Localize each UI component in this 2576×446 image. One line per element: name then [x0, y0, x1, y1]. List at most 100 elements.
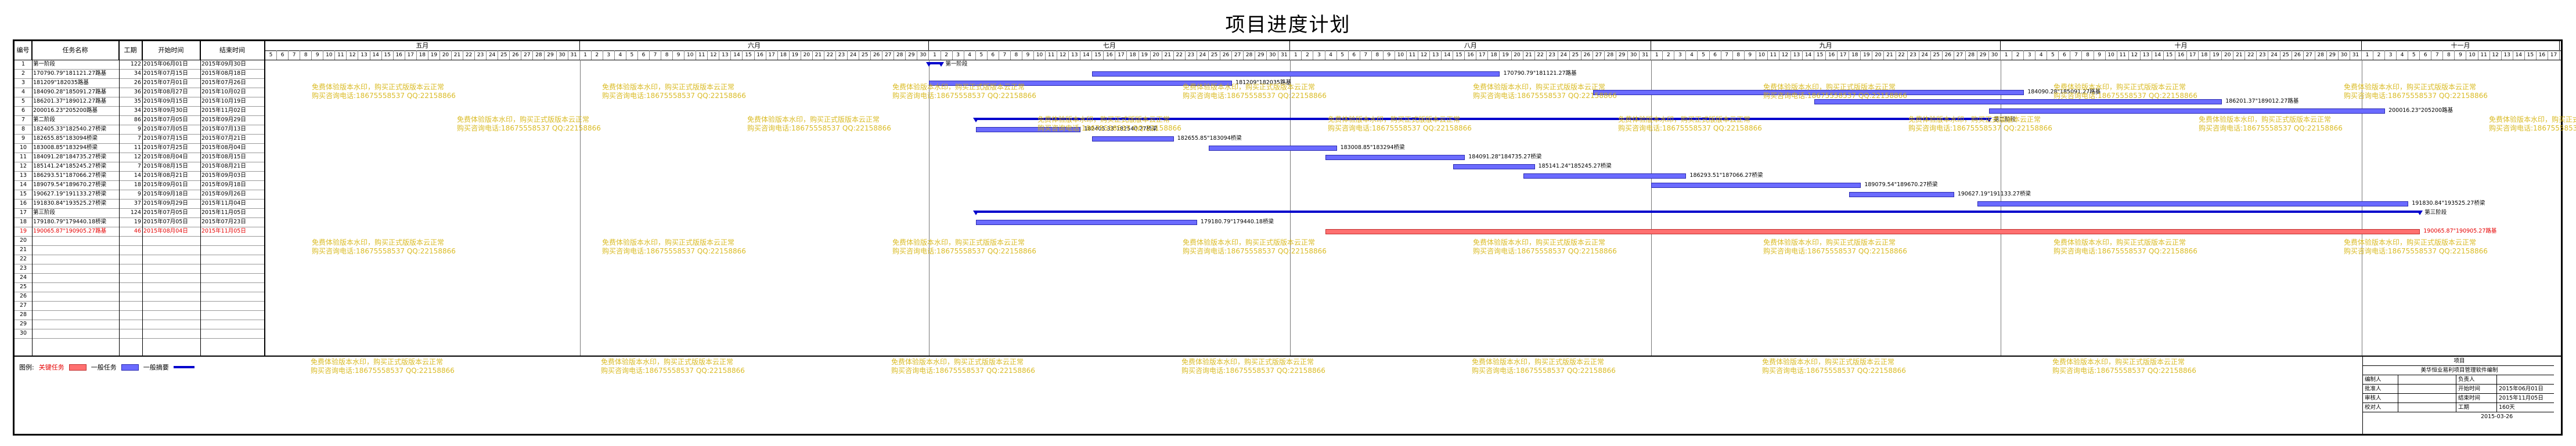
cell-id: 12	[19, 163, 27, 169]
cell-name: 186201.37"189012.27路基	[33, 98, 107, 104]
day-label: 26	[871, 50, 883, 60]
info-k2: 结束时间	[2456, 394, 2496, 403]
legend-summary-swatch	[173, 366, 194, 368]
day-label: 8	[1733, 50, 1745, 60]
day-label: 27	[1232, 50, 1244, 60]
watermark: 免费体验版本水印，购买正式版版本云正常购买咨询电话:18675558537 QQ…	[601, 358, 745, 375]
day-label: 7	[999, 50, 1011, 60]
info-k1: 批准人	[2365, 386, 2382, 392]
day-label: 6	[638, 50, 650, 60]
watermark-line2: 购买咨询电话:18675558537 QQ:22158866	[1328, 124, 1472, 132]
watermark-line1: 免费体验版本水印，购买正式版版本云正常	[2489, 115, 2576, 124]
watermark: 免费体验版本水印，购买正式版版本云正常购买咨询电话:18675558537 QQ…	[2199, 115, 2343, 133]
watermark-line1: 免费体验版本水印，购买正式版版本云正常	[601, 358, 734, 366]
day-label: 21	[1884, 50, 1896, 60]
cell-id: 17	[19, 209, 27, 216]
day-label: 25	[859, 50, 871, 60]
cell-start: 2015年09月29日	[143, 200, 188, 206]
day-label: 14	[2152, 50, 2164, 60]
day-label: 14	[731, 50, 743, 60]
cell-id: 20	[19, 237, 27, 244]
day-label: 12	[2129, 50, 2141, 60]
cell-start	[142, 236, 200, 245]
day-label: 18	[778, 50, 790, 60]
row-divider	[15, 273, 264, 274]
cell-end: 2015年09月03日	[201, 172, 246, 179]
month-label: 六月	[580, 41, 929, 50]
cell-id: 27	[19, 302, 27, 309]
day-label: 11	[2117, 50, 2129, 60]
cell-id: 10	[19, 144, 27, 151]
day-label: 9	[312, 50, 324, 60]
cell-id: 5	[21, 98, 26, 104]
day-label: 26	[510, 50, 522, 60]
cell-name	[32, 245, 119, 255]
month-header: 五月六月七月八月九月十月十一月	[265, 41, 2561, 51]
cell-name: 184091.28"184735.27桥梁	[33, 154, 107, 160]
cell-dur	[119, 282, 142, 292]
cell-start: 2015年08月15日	[143, 163, 188, 169]
watermark-line1: 免费体验版本水印，购买正式版版本云正常	[891, 358, 1024, 366]
day-label: 9	[2455, 50, 2467, 60]
cell-name: 182655.85"183094桥梁	[33, 135, 98, 142]
day-label: 29	[2327, 50, 2339, 60]
cell-end	[200, 320, 264, 329]
day-label: 23	[2257, 50, 2269, 60]
summary-label: 第一阶段	[945, 61, 968, 67]
cell-dur	[119, 301, 142, 310]
cell-name: 190065.87"190905.27路基	[33, 228, 107, 234]
watermark-line2: 购买咨询电话:18675558537 QQ:22158866	[1618, 124, 1762, 132]
row-divider	[15, 106, 264, 107]
summary-bar	[972, 211, 2423, 215]
watermark-line2: 购买咨询电话:18675558537 QQ:22158866	[892, 92, 1036, 100]
task-bar-label: 185141.24"185245.27桥梁	[1538, 163, 1612, 169]
task-bar	[1849, 192, 1954, 197]
cell-start: 2015年07月05日	[143, 209, 188, 216]
cell-name	[32, 264, 119, 273]
day-label: 13	[358, 50, 370, 60]
cell-name: 第一阶段	[33, 61, 56, 67]
day-label: 4	[615, 50, 626, 60]
task-bar	[975, 220, 1197, 225]
watermark-line2: 购买咨询电话:18675558537 QQ:22158866	[602, 92, 746, 100]
cell-end: 2015年09月18日	[201, 182, 246, 188]
day-label: 25	[1570, 50, 1581, 60]
watermark-line1: 免费体验版本水印，购买正式版版本云正常	[1181, 358, 1314, 366]
cell-start: 2015年06月01日	[143, 61, 188, 67]
cell-dur	[119, 245, 142, 255]
day-label: 21	[452, 50, 464, 60]
row-divider	[15, 69, 264, 70]
day-label: 19	[2210, 50, 2222, 60]
cell-id: 24	[19, 274, 27, 281]
cell-dur: 122	[130, 61, 141, 67]
cell-start: 2015年09月30日	[143, 107, 188, 114]
cell-id: 15	[19, 191, 27, 197]
critical-task-bar	[1325, 229, 2420, 234]
cell-name: 186293.51"187066.27桥梁	[33, 172, 107, 179]
watermark-line2: 购买咨询电话:18675558537 QQ:22158866	[892, 247, 1036, 255]
day-label: 3	[1313, 50, 1325, 60]
cell-name: 第三阶段	[33, 209, 56, 216]
day-label: 30	[557, 50, 568, 60]
watermark: 免费体验版本水印，购买正式版版本云正常购买咨询电话:18675558537 QQ…	[312, 238, 456, 256]
cell-name	[32, 310, 119, 320]
cell-name: 200016.23"205200路基	[33, 107, 98, 114]
row-divider	[15, 282, 264, 283]
col-name-header: 任务名称	[32, 41, 119, 60]
day-label: 19	[1861, 50, 1873, 60]
task-bar	[1208, 146, 1337, 151]
cell-end	[200, 273, 264, 282]
day-label: 25	[1931, 50, 1943, 60]
watermark: 免费体验版本水印，购买正式版版本云正常购买咨询电话:18675558537 QQ…	[891, 358, 1035, 375]
watermark-line1: 免费体验版本水印，购买正式版版本云正常	[1472, 358, 1605, 366]
watermark: 免费体验版本水印，购买正式版版本云正常购买咨询电话:18675558537 QQ…	[1763, 238, 1907, 256]
cell-id: 22	[19, 256, 27, 262]
day-label: 5	[265, 50, 278, 60]
cell-dur: 7	[137, 135, 141, 142]
legend-normal-label: 一般任务	[91, 364, 117, 371]
cell-name: 190627.19"191133.27桥梁	[33, 191, 107, 197]
task-bar	[1651, 183, 1861, 188]
cell-end: 2015年09月26日	[201, 191, 246, 197]
